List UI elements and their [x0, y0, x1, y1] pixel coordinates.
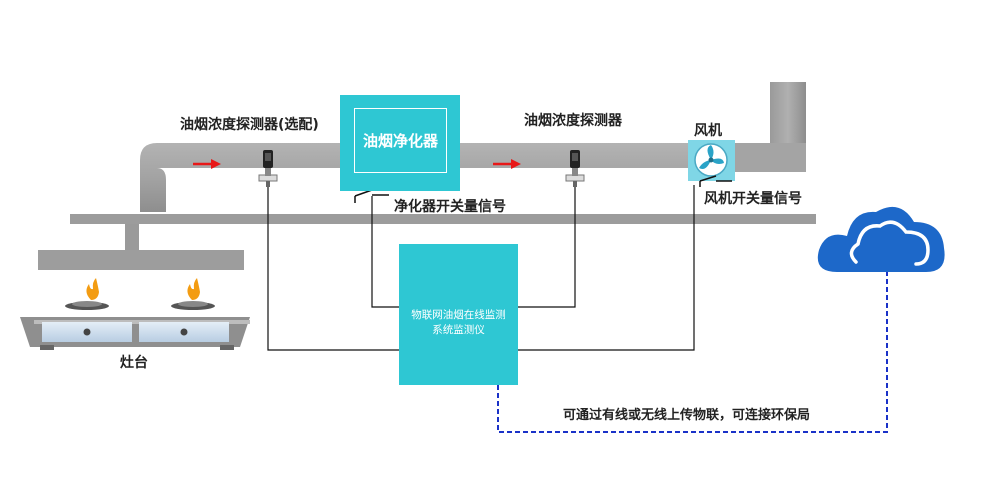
sensor-probe-icon — [258, 150, 278, 187]
purifier-label: 油烟净化器 — [362, 132, 438, 150]
purifier-switch-icon — [354, 189, 389, 203]
mounting-rail — [70, 214, 816, 224]
iot-monitor-device: 物联网油烟在线监测 系统监测仪 — [399, 244, 518, 385]
cloud-icon — [817, 206, 945, 272]
hood-post — [125, 224, 139, 250]
fan-switch-icon — [699, 175, 732, 187]
riser-shade — [728, 143, 806, 172]
fan-label: 风机 — [694, 123, 722, 139]
fan-icon — [688, 140, 735, 181]
sensor-probe-icon — [565, 150, 585, 187]
flame-icon — [187, 278, 200, 300]
range-hood — [38, 250, 244, 270]
arrow-right-icon — [493, 159, 521, 169]
connection-note: 可通过有线或无线上传物联，可连接环保局 — [563, 408, 811, 423]
detector-right-label: 油烟浓度探测器 — [524, 113, 622, 129]
purifier-inner-frame: 油烟净化器 — [354, 108, 447, 173]
arrow-right-icon — [193, 159, 221, 169]
stove — [20, 301, 250, 350]
wireless-link — [497, 272, 888, 433]
fan-signal-label: 风机开关量信号 — [704, 191, 802, 207]
exhaust-duct — [140, 143, 770, 212]
monitor-label-line2: 系统监测仪 — [432, 324, 485, 336]
oil-fume-purifier: 油烟净化器 — [340, 95, 460, 191]
detector-left-label: 油烟浓度探测器(选配) — [180, 117, 319, 133]
monitor-label: 物联网油烟在线监测 系统监测仪 — [399, 308, 518, 338]
monitor-label-line1: 物联网油烟在线监测 — [411, 309, 506, 321]
signal-wires — [267, 185, 695, 351]
purifier-signal-label: 净化器开关量信号 — [394, 199, 506, 215]
flame-icon — [86, 278, 99, 300]
stove-label: 灶台 — [120, 355, 148, 371]
